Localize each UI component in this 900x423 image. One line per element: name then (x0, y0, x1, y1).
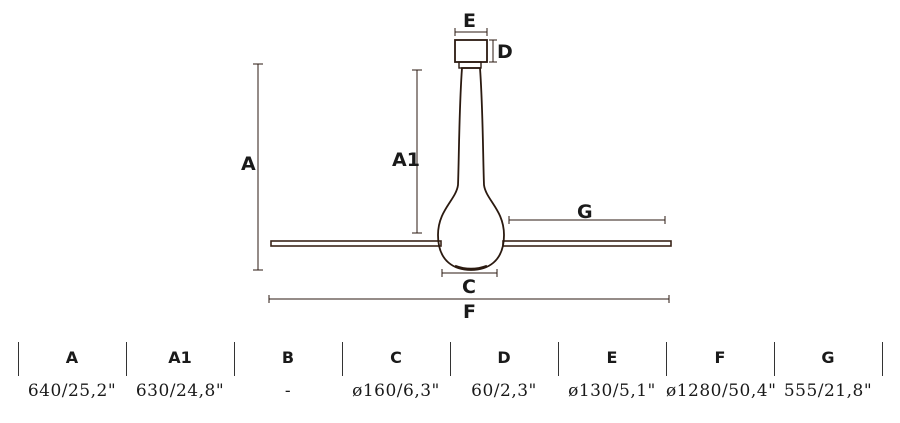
spec-column-d: D 60/2,3" (450, 340, 558, 410)
column-separator (342, 342, 343, 376)
dimension-e: E (454, 10, 488, 36)
spec-header-g: G (821, 348, 835, 367)
dimension-g: G (508, 201, 666, 224)
spec-header-b: B (281, 348, 295, 367)
column-separator (234, 342, 235, 376)
spec-value-d: 60/2,3" (471, 381, 537, 401)
column-separator (450, 342, 451, 376)
spec-column-f: F ø1280/50,4" (666, 340, 777, 410)
label-a: A (241, 153, 256, 175)
label-f: F (463, 301, 476, 323)
spec-header-e: E (606, 348, 618, 367)
column-separator (558, 342, 559, 376)
spec-value-b: - (284, 381, 292, 401)
column-separator (18, 342, 19, 376)
ceiling-canopy (454, 39, 488, 63)
spec-value-a: 640/25,2" (27, 381, 117, 401)
label-a1: A1 (392, 149, 420, 171)
column-separator (774, 342, 775, 376)
spec-header-f: F (714, 348, 726, 367)
spec-value-g: 555/21,8" (783, 381, 873, 401)
spec-value-a1: 630/24,8" (135, 381, 225, 401)
dimension-c: C (441, 269, 498, 298)
spec-value-c: ø160/6,3" (352, 381, 440, 401)
dimension-a1: A1 (392, 69, 422, 234)
spec-header-a: A (65, 348, 79, 367)
spec-header-c: C (390, 348, 402, 367)
spec-value-f: ø1280/50,4" (666, 381, 777, 401)
spec-column-b: B - (234, 340, 342, 410)
fan-dimension-diagram: A A1 E D G C F (241, 10, 672, 323)
label-c: C (462, 276, 476, 298)
dimension-d: D (489, 39, 513, 63)
dimension-spec-table: A 640/25,2" A1 630/24,8" B - C ø160/6,3"… (18, 340, 884, 410)
spec-header-d: D (497, 348, 511, 367)
spec-header-a1: A1 (168, 348, 192, 367)
spec-column-g: G 555/21,8" (774, 340, 882, 410)
spec-column-a: A 640/25,2" (18, 340, 126, 410)
label-g: G (577, 201, 593, 223)
column-separator (882, 342, 883, 376)
dimension-a: A (241, 63, 263, 271)
spec-column-c: C ø160/6,3" (342, 340, 450, 410)
label-e: E (463, 10, 476, 32)
spec-value-e: ø130/5,1" (568, 381, 656, 401)
left-blade (270, 240, 442, 247)
dimension-f: F (268, 295, 670, 323)
label-d: D (497, 41, 513, 63)
spec-column-e: E ø130/5,1" (558, 340, 666, 410)
teardrop-motor-body (437, 67, 505, 271)
column-separator (126, 342, 127, 376)
right-blade (502, 240, 672, 247)
column-separator (666, 342, 667, 376)
spec-column-a1: A1 630/24,8" (126, 340, 234, 410)
motor-bottom-cap (454, 264, 488, 271)
